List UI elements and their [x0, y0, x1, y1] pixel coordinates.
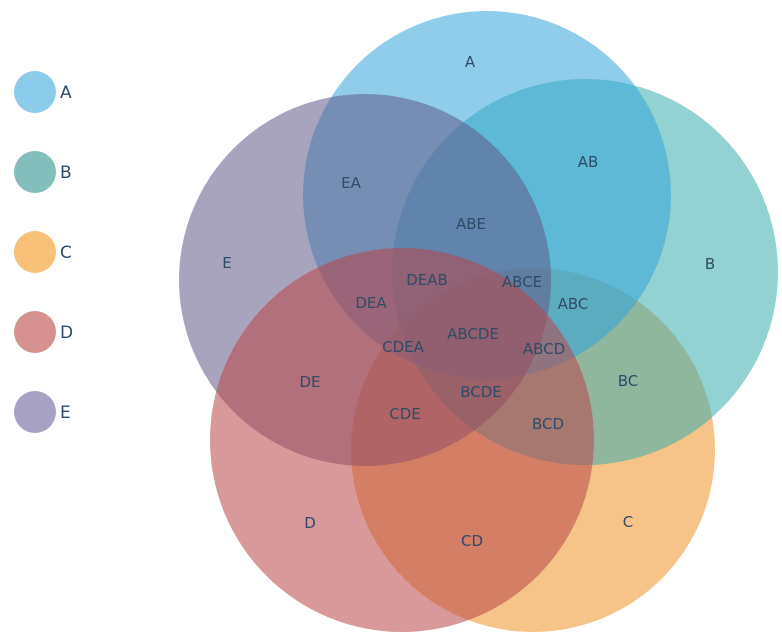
legend-item-c: C: [14, 231, 72, 273]
region-label-abc: ABC: [558, 295, 589, 313]
venn-circle-d: [210, 248, 594, 632]
region-label-ab: AB: [578, 153, 599, 171]
legend-item-b: B: [14, 151, 72, 193]
legend-label-a: A: [60, 83, 72, 103]
legend-label-b: B: [60, 163, 72, 183]
region-label-ea: EA: [341, 174, 361, 192]
region-label-bcd: BCD: [532, 415, 564, 433]
region-label-a: A: [465, 53, 476, 71]
legend-swatch-e: [14, 391, 56, 433]
region-label-e: E: [222, 254, 231, 272]
legend-label-d: D: [60, 323, 73, 343]
region-label-cd: CD: [461, 532, 483, 550]
legend-item-a: A: [14, 71, 72, 113]
legend: A B C D E: [14, 71, 73, 433]
region-label-b: B: [705, 255, 715, 273]
legend-label-e: E: [60, 403, 71, 423]
region-label-c: C: [623, 513, 633, 531]
region-labels: A AB B EA ABE E DEAB ABCE DEA ABC ABCDE …: [222, 53, 715, 550]
legend-label-c: C: [60, 243, 72, 263]
region-label-abcd: ABCD: [523, 340, 565, 358]
legend-swatch-a: [14, 71, 56, 113]
venn-circles: [179, 11, 778, 632]
legend-item-e: E: [14, 391, 71, 433]
region-label-d: D: [304, 514, 316, 532]
region-label-abe: ABE: [456, 215, 486, 233]
region-label-bc: BC: [618, 372, 639, 390]
region-label-dea: DEA: [355, 294, 387, 312]
region-label-abcde: ABCDE: [447, 325, 499, 343]
region-label-de: DE: [299, 373, 320, 391]
legend-swatch-b: [14, 151, 56, 193]
region-label-abce: ABCE: [502, 273, 542, 291]
region-label-bcde: BCDE: [460, 383, 502, 401]
legend-swatch-c: [14, 231, 56, 273]
region-label-cde: CDE: [389, 405, 421, 423]
region-label-cdea: CDEA: [382, 338, 425, 356]
legend-item-d: D: [14, 311, 73, 353]
region-label-deab: DEAB: [406, 271, 448, 289]
legend-swatch-d: [14, 311, 56, 353]
